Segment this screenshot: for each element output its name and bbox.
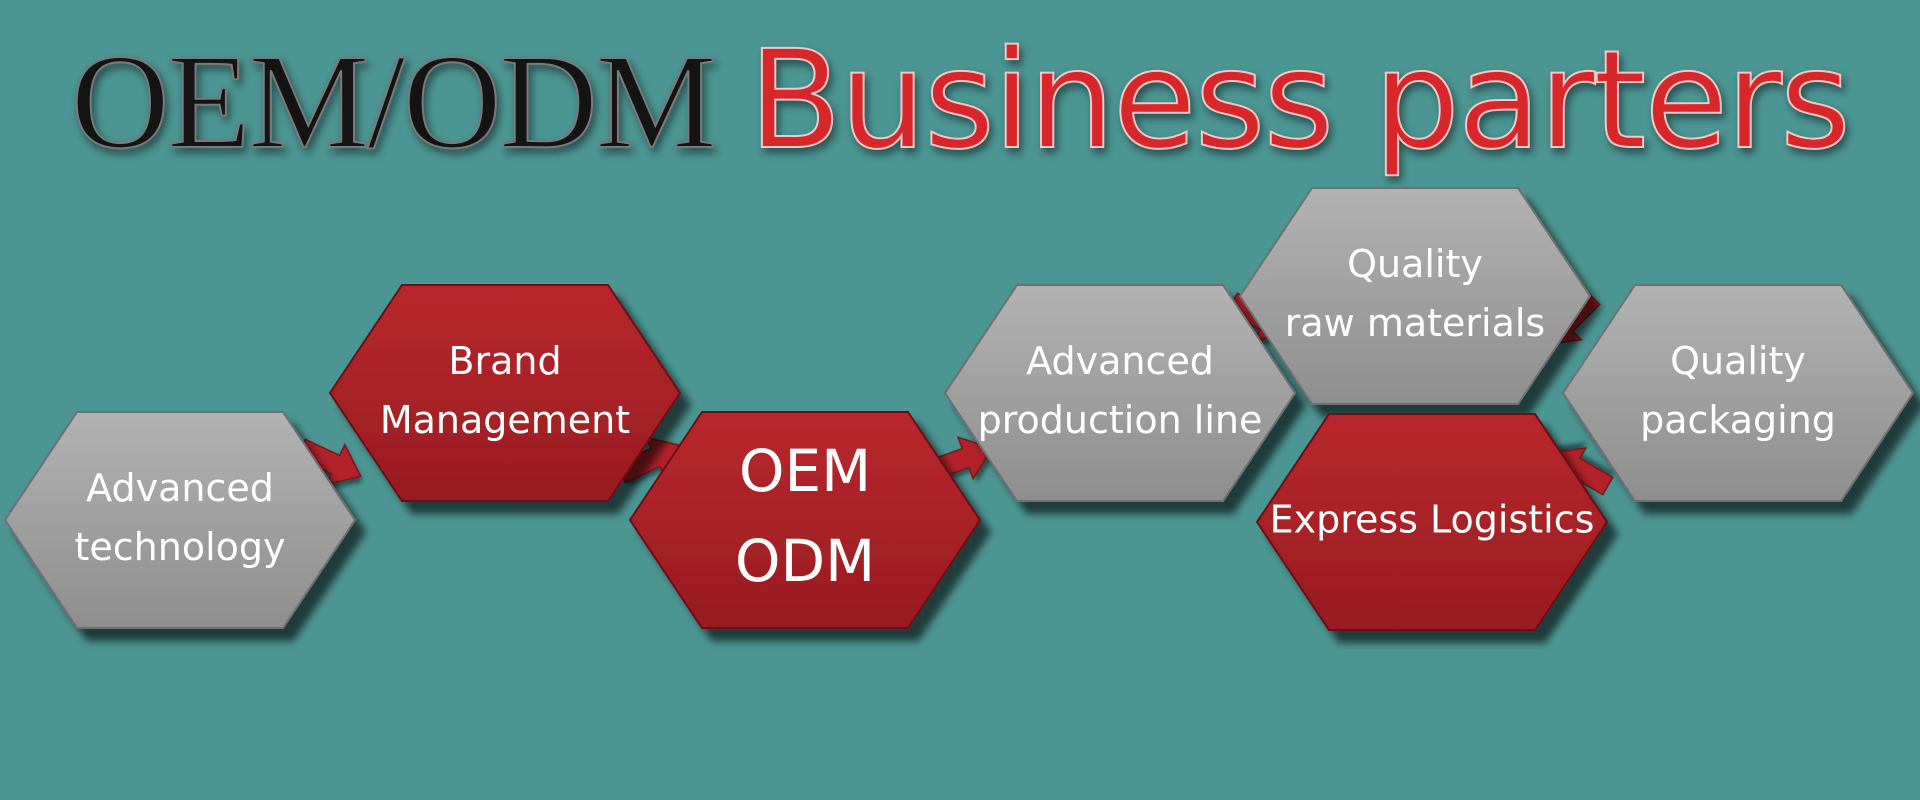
label-advanced-production-line-1: Advanced <box>1026 339 1214 383</box>
label-quality-raw-materials-1: Quality <box>1347 242 1483 286</box>
node-advanced-production-line: Advanced production line <box>943 284 1297 502</box>
hexagon-advanced-production-line <box>943 284 1297 502</box>
hexagon-brand-management <box>328 284 682 502</box>
label-oem-odm-2: ODM <box>735 527 875 595</box>
label-quality-packaging-2: packaging <box>1640 398 1836 442</box>
hexagon-quality-packaging <box>1561 284 1915 502</box>
label-express-logistics-1: Express Logistics <box>1270 498 1595 542</box>
label-oem-odm-1: OEM <box>739 437 871 505</box>
label-quality-raw-materials-2: raw materials <box>1285 301 1545 345</box>
label-advanced-technology-1: Advanced <box>86 466 274 510</box>
hexagon-oem-odm <box>628 411 982 629</box>
label-advanced-technology-2: technology <box>74 525 285 569</box>
node-quality-raw-materials: Quality raw materials <box>1238 187 1592 405</box>
title-oem-odm: OEM/ODM <box>70 26 717 178</box>
hexagon-advanced-technology <box>3 411 357 629</box>
label-brand-management-2: Management <box>380 398 630 442</box>
node-advanced-technology: Advanced technology <box>3 411 357 629</box>
node-express-logistics: Express Logistics <box>1255 413 1609 631</box>
hexagon-quality-raw-materials <box>1238 187 1592 405</box>
label-brand-management-1: Brand <box>448 339 561 383</box>
node-oem-odm: OEM ODM <box>628 411 982 629</box>
node-quality-packaging: Quality packaging <box>1561 284 1915 502</box>
label-quality-packaging-1: Quality <box>1670 339 1806 383</box>
label-advanced-production-line-2: production line <box>978 398 1263 442</box>
hexagon-express-logistics <box>1255 413 1609 631</box>
title-business-parters: Business parters <box>748 21 1852 181</box>
